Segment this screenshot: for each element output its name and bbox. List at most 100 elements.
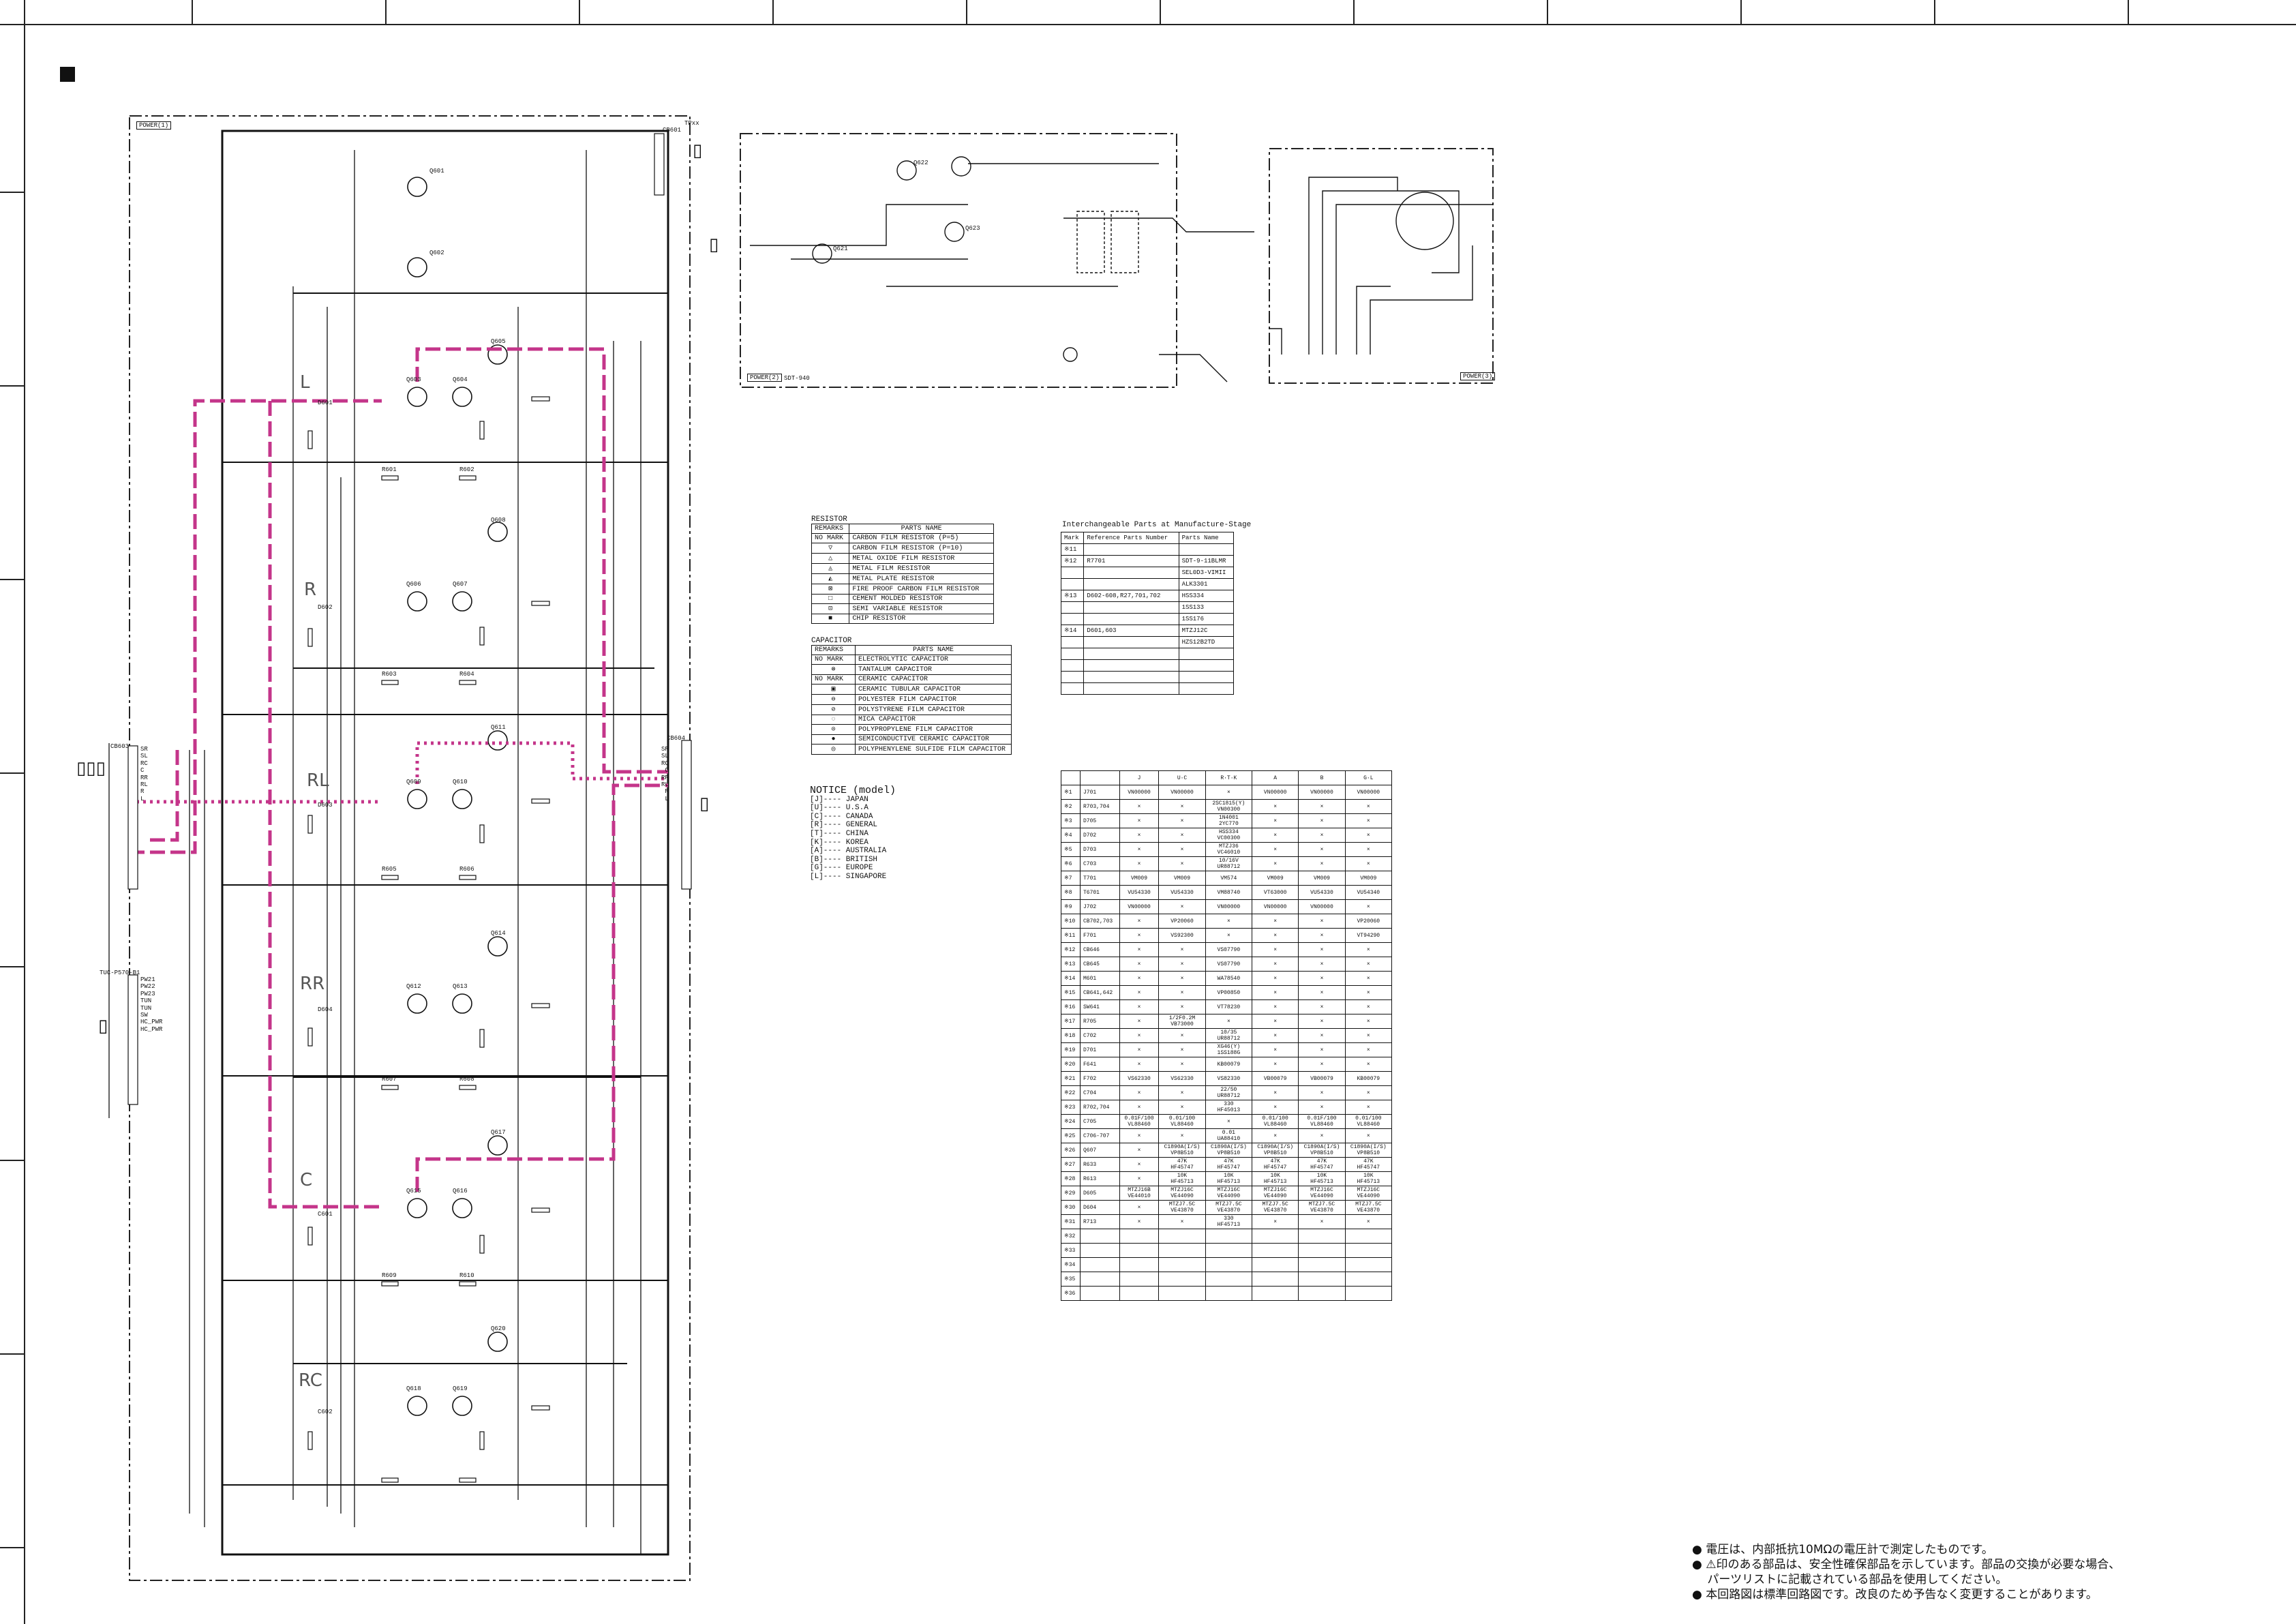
table-cell: × (1251, 1042, 1299, 1057)
secondary-connector-name: TUC-P570-B1 (100, 969, 140, 976)
table-cell (1298, 1243, 1346, 1258)
table-cell: 0.01F/100 VL88460 (1119, 1114, 1160, 1129)
table-cell: × (1119, 928, 1160, 943)
table-cell: × (1119, 971, 1160, 986)
table-cell: ※13 (1061, 957, 1081, 972)
table-cell (1251, 1243, 1299, 1258)
right-port-label: ▯ (699, 794, 710, 814)
table-cell (1083, 636, 1179, 648)
channel-rails (222, 292, 668, 1486)
aux-port-label: ▯ (709, 235, 719, 255)
vertical-wires (108, 150, 641, 1554)
board-label: POWER(1) (136, 121, 172, 130)
table-cell: ALK3301 (1178, 578, 1235, 590)
table-cell: × (1251, 1100, 1299, 1115)
table-cell: 0.01/100 VL88460 (1344, 1114, 1393, 1129)
table-cell: KB00079 (1205, 1057, 1253, 1072)
table-cell: D604 (1079, 1200, 1120, 1215)
component-label: Q602 (429, 250, 444, 256)
table-cell: MTZJ16C VE44090 (1158, 1186, 1206, 1201)
channel-label-rl: RL (307, 770, 329, 791)
table-cell: R705 (1079, 1014, 1120, 1029)
table-cell (1178, 682, 1235, 695)
table-cell: VM88740 (1205, 885, 1253, 900)
table-cell (1060, 648, 1085, 660)
table-cell: XG46(Y) 1SS188G (1205, 1042, 1253, 1057)
table-cell (1083, 613, 1179, 625)
table-header-cell: Reference Parts Number (1083, 532, 1179, 544)
table-cell (1158, 1272, 1206, 1287)
table-cell: MTZJ36 VC46010 (1205, 842, 1253, 857)
table-cell: VT78230 (1205, 999, 1253, 1014)
table-cell: × (1251, 856, 1299, 871)
table-cell: 10K HF45713 (1205, 1171, 1253, 1186)
table-cell: × (1298, 1028, 1346, 1043)
table-cell: ※35 (1061, 1272, 1081, 1287)
table-cell: × (1158, 1042, 1206, 1057)
component-label: Q612 (406, 983, 421, 990)
table-cell: × (1119, 957, 1160, 972)
table-cell (1079, 1243, 1120, 1258)
table-cell: D705 (1079, 813, 1120, 828)
table-cell: × (1344, 985, 1393, 1000)
table-cell (1158, 1286, 1206, 1301)
table-cell: × (1298, 971, 1346, 986)
table-cell (1178, 659, 1235, 672)
table-cell: ※7 (1061, 871, 1081, 886)
table-cell: × (1251, 999, 1299, 1014)
connector-pins (127, 133, 692, 1105)
table-cell: C1890A(I/S) VP8B510 (1344, 1143, 1393, 1158)
component-label: Q621 (833, 245, 848, 252)
table-cell: ※14 (1061, 971, 1081, 986)
table-cell: × (1298, 1128, 1346, 1143)
table-cell: VT94290 (1344, 928, 1393, 943)
table-cell: 0.01F/100 VL88460 (1298, 1114, 1346, 1129)
table-cell: VM574 (1205, 871, 1253, 886)
table-cell: VN00000 (1205, 899, 1253, 914)
channel-label-r: R (304, 580, 317, 600)
table-cell (1158, 1243, 1206, 1258)
component-label: Q613 (453, 983, 468, 990)
component-label: Q610 (453, 779, 468, 785)
table-cell: ※11 (1061, 928, 1081, 943)
table-cell (1060, 567, 1085, 579)
component-label: R602 (459, 466, 474, 473)
table-cell: SDT-9-11BLMR (1178, 555, 1235, 567)
table-cell: R703,704 (1079, 799, 1120, 814)
table-cell: 10/35 UR88712 (1205, 1028, 1253, 1043)
table-cell (1083, 601, 1179, 614)
table-cell: × (1158, 1085, 1206, 1100)
table-cell: × (1158, 1100, 1206, 1115)
table-cell (1298, 1272, 1346, 1287)
table-cell: VM009 (1298, 871, 1346, 886)
table-cell: × (1344, 1214, 1393, 1229)
table-cell: × (1205, 1114, 1253, 1129)
channel-label-l: L (300, 372, 310, 393)
component-label: D601 (318, 400, 333, 406)
signal-paths (130, 347, 668, 1209)
table-cell: MTZJ7.5C VE43870 (1158, 1200, 1206, 1215)
table-cell: HSS334 (1178, 590, 1235, 602)
table-cell (1079, 1229, 1120, 1244)
table-cell (1178, 543, 1235, 556)
table-cell: VU54340 (1344, 885, 1393, 900)
table-cell: D602-608,R27,701,702 (1083, 590, 1179, 602)
table-cell: × (1298, 957, 1346, 972)
component-label: Q618 (406, 1385, 421, 1392)
table-cell: ※15 (1061, 985, 1081, 1000)
table-cell: ※31 (1061, 1214, 1081, 1229)
table-cell: × (1344, 842, 1393, 857)
table-header-cell: Parts Name (1178, 532, 1235, 544)
channel-label-rr: RR (300, 974, 325, 994)
table-cell: × (1251, 985, 1299, 1000)
table-cell: 47K HF45747 (1298, 1157, 1346, 1172)
table-cell: C1890A(I/S) VP8B510 (1205, 1143, 1253, 1158)
table-cell: 10K HF45713 (1251, 1171, 1299, 1186)
table-cell: × (1298, 1100, 1346, 1115)
component-label: Q620 (491, 1325, 506, 1332)
table-cell: × (1119, 828, 1160, 843)
secondary-port-label: ▯ (98, 1016, 108, 1036)
